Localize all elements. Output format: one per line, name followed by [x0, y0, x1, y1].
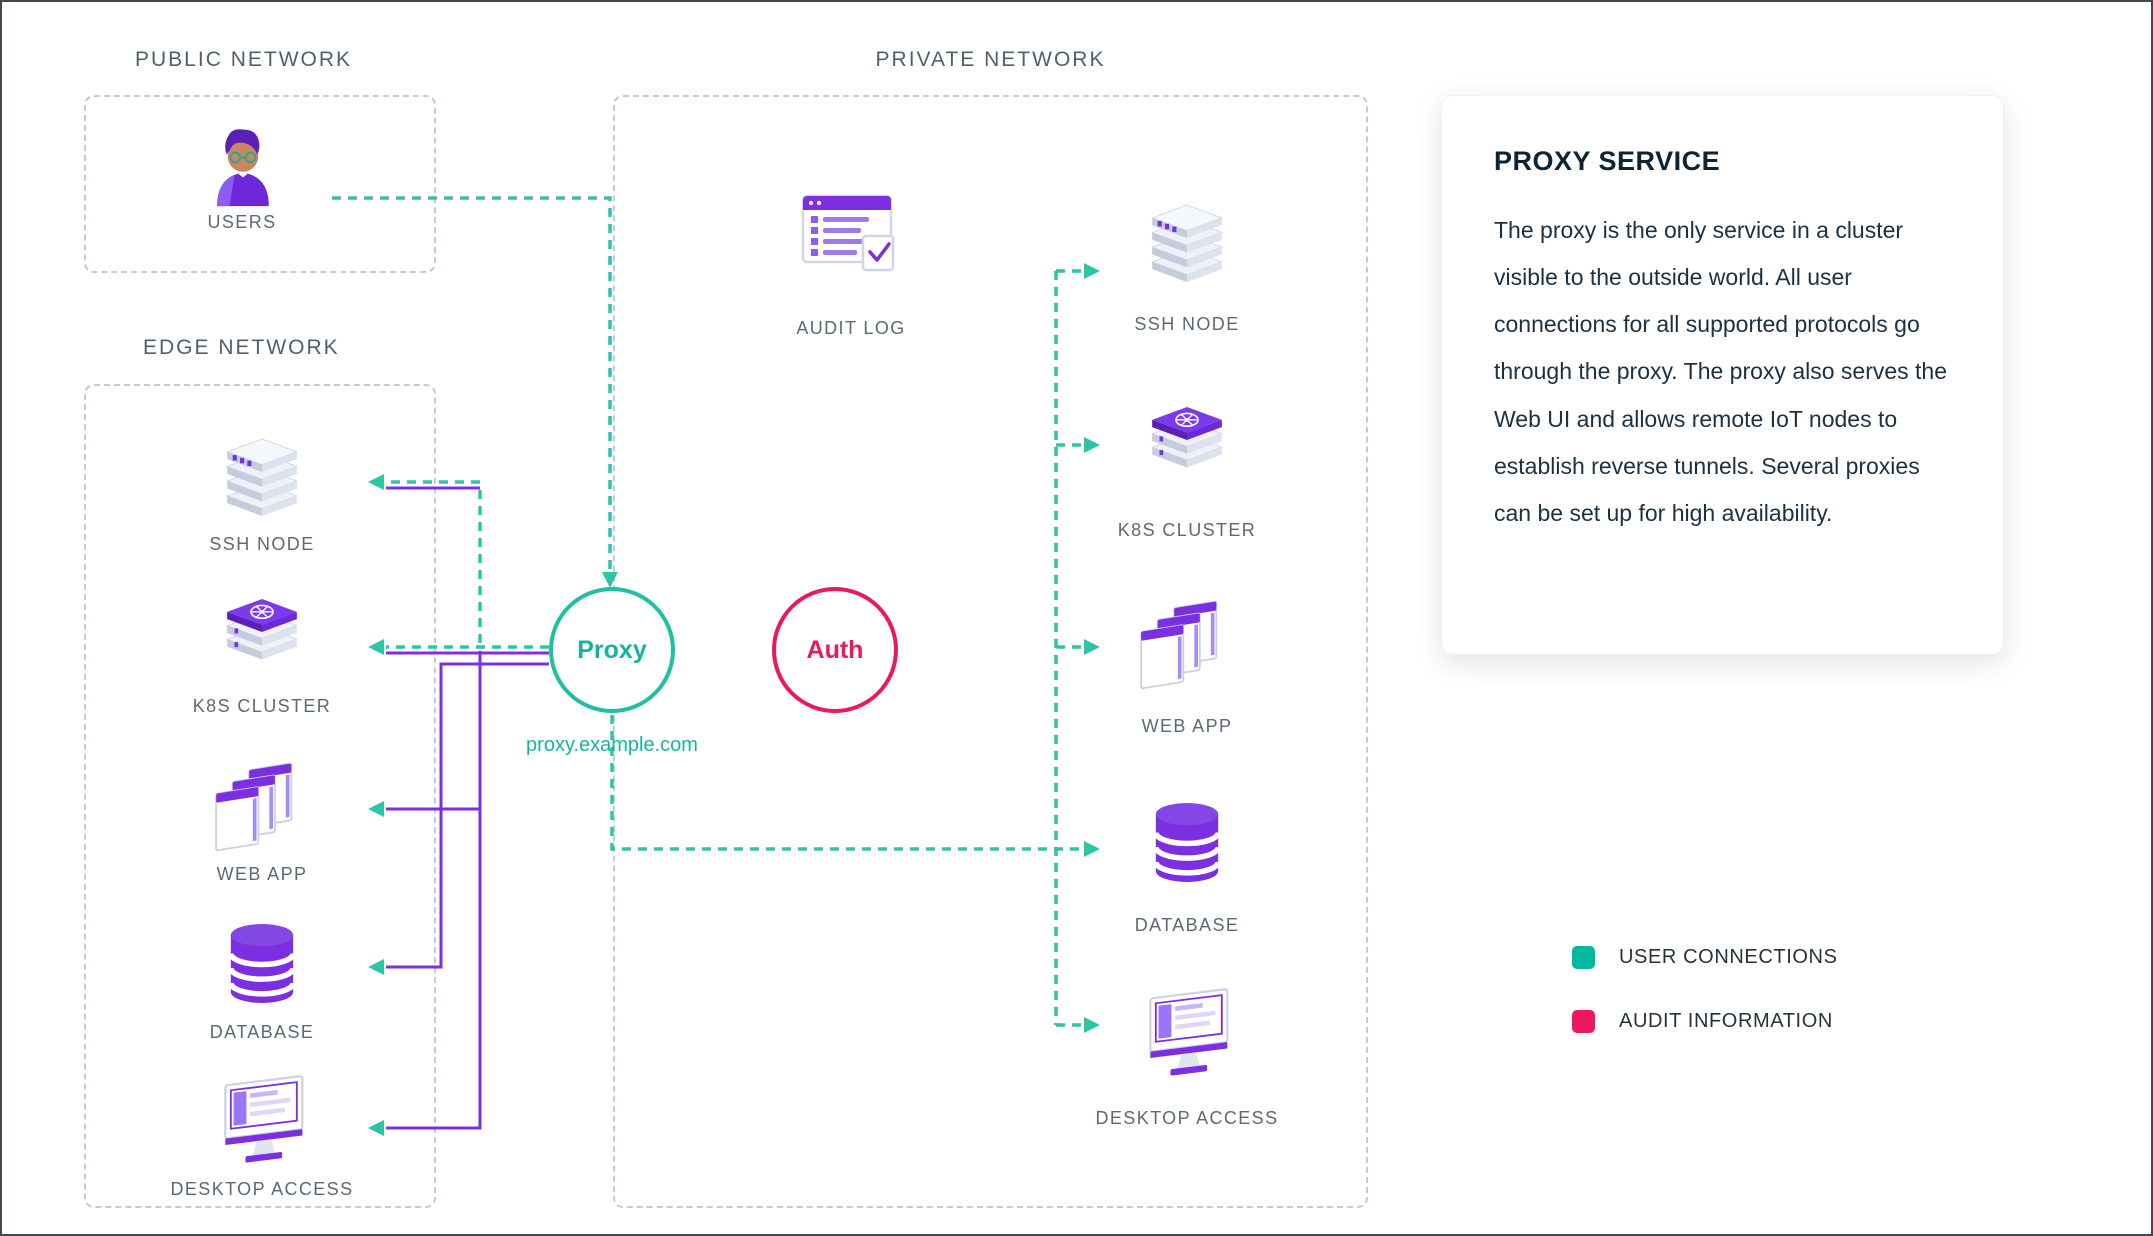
users-icon — [194, 122, 290, 210]
users-label: USERS — [207, 212, 277, 232]
edge-web-app-icon — [207, 755, 317, 858]
private-network-box — [613, 95, 1368, 1208]
legend-audit-information: AUDIT INFORMATION — [1572, 1010, 1833, 1033]
private-web-app-label: WEB APP — [1141, 716, 1233, 736]
proxy-hostname: proxy.example.com — [526, 734, 698, 756]
edge-ssh-node-label: SSH NODE — [209, 534, 315, 554]
audit-information-swatch — [1572, 1010, 1595, 1033]
private-desktop-access-label: DESKTOP ACCESS — [1095, 1108, 1279, 1128]
user-connections-label: USER CONNECTIONS — [1619, 946, 1838, 968]
edge-network-title: EDGE NETWORK — [143, 336, 340, 359]
audit-log-label: AUDIT LOG — [796, 318, 906, 338]
public-network-title: PUBLIC NETWORK — [135, 48, 353, 71]
user-connections-swatch — [1572, 946, 1595, 969]
edge-web-app-label: WEB APP — [216, 864, 308, 884]
edge-database-icon — [207, 913, 317, 1016]
edge-desktop-access-icon — [207, 1074, 317, 1177]
edge-k8s-cluster-label: K8S CLUSTER — [192, 696, 332, 716]
private-network-title: PRIVATE NETWORK — [875, 48, 1106, 71]
private-ssh-node-label: SSH NODE — [1134, 314, 1240, 334]
proxy-service-card: PROXY SERVICE The proxy is the only serv… — [1441, 95, 2004, 655]
private-k8s-cluster-icon — [1132, 394, 1242, 497]
edge-ssh-node-icon — [207, 426, 317, 529]
private-web-app-icon — [1132, 593, 1242, 696]
private-k8s-cluster-label: K8S CLUSTER — [1117, 520, 1257, 540]
edge-database-label: DATABASE — [209, 1022, 315, 1042]
card-title: PROXY SERVICE — [1494, 146, 1721, 176]
audit-log-window-icon — [789, 188, 913, 292]
edge-k8s-cluster-icon — [207, 586, 317, 689]
edge-desktop-access-label: DESKTOP ACCESS — [170, 1179, 354, 1199]
private-desktop-access-icon — [1132, 987, 1242, 1090]
private-ssh-node-icon — [1132, 192, 1242, 295]
proxy-node: Proxy — [549, 587, 675, 713]
private-database-label: DATABASE — [1134, 915, 1240, 935]
public-network-box — [84, 95, 436, 273]
proxy-label: Proxy — [577, 635, 647, 664]
card-body: The proxy is the only service in a clust… — [1494, 217, 1948, 526]
auth-node: Auth — [772, 587, 898, 713]
auth-label: Auth — [806, 635, 864, 664]
legend-user-connections: USER CONNECTIONS — [1572, 946, 1838, 969]
private-database-icon — [1132, 792, 1242, 895]
audit-information-label: AUDIT INFORMATION — [1619, 1010, 1833, 1032]
